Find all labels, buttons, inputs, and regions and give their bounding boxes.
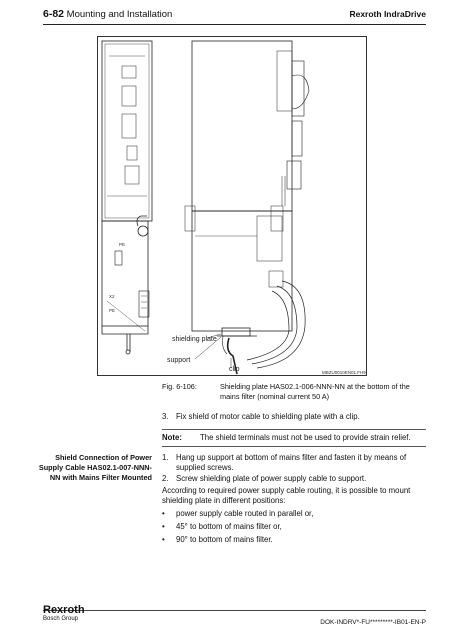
figure-frame bbox=[97, 36, 367, 376]
technical-drawing: PE X2 PE bbox=[101, 40, 310, 375]
page-header-left: 6-82 Mounting and Installation bbox=[43, 8, 172, 20]
step-1-text: Hang up support at bottom of mains filte… bbox=[176, 453, 407, 472]
step-3-number: 3. bbox=[162, 412, 169, 421]
drawing-code: MBZU0010EN01.FH9 bbox=[322, 370, 366, 375]
bullet-icon: • bbox=[162, 522, 165, 531]
callout-support: support bbox=[167, 357, 191, 364]
shielding-plate bbox=[221, 327, 251, 337]
document-code: DOK-INDRV*-FU*********-IB01-EN-P bbox=[320, 619, 426, 626]
bosch-group-label: Bosch Group bbox=[43, 616, 79, 622]
product-name: Rexroth IndraDrive bbox=[349, 9, 426, 19]
rexroth-logo: Rexroth bbox=[43, 604, 85, 616]
svg-text:X2: X2 bbox=[109, 294, 115, 299]
page-number: 6-82 bbox=[43, 8, 65, 20]
note-label: Note: bbox=[162, 433, 182, 442]
callout-clip: clip bbox=[229, 366, 240, 373]
step-1: 1. Hang up support at bottom of mains fi… bbox=[162, 453, 424, 473]
mains-filter-front-view bbox=[191, 210, 293, 332]
bullet-item: • 90° to bottom of mains filter. bbox=[162, 535, 424, 545]
note-rule-top bbox=[162, 429, 426, 430]
svg-text:PE: PE bbox=[109, 308, 115, 313]
step-3: 3. Fix shield of motor cable to shieldin… bbox=[162, 411, 432, 422]
instruction-list: 1. Hang up support at bottom of mains fi… bbox=[162, 453, 424, 545]
bullet-item: • power supply cable routed in parallel … bbox=[162, 509, 424, 519]
footer-rule bbox=[43, 610, 426, 611]
positions-paragraph: According to required power supply cable… bbox=[162, 486, 411, 505]
note-rule-bottom bbox=[162, 446, 426, 447]
step-2: 2. Screw shielding plate of power supply… bbox=[162, 474, 424, 484]
bullet-text: power supply cable routed in parallel or… bbox=[176, 509, 314, 518]
step-3-text: Fix shield of motor cable to shielding p… bbox=[176, 412, 360, 421]
header-rule bbox=[43, 24, 426, 25]
bullet-item: • 45° to bottom of mains filter or, bbox=[162, 522, 424, 532]
figure-caption-text: Shielding plate HAS02.1-006-NNN-NN at th… bbox=[220, 382, 410, 401]
figure-caption: Fig. 6-106: Shielding plate HAS02.1-006-… bbox=[162, 382, 424, 402]
mains-filter-side-view bbox=[101, 220, 149, 327]
callout-shielding-plate: shielding plate bbox=[172, 336, 217, 343]
section-title: Mounting and Installation bbox=[66, 9, 173, 20]
svg-text:PE: PE bbox=[119, 242, 125, 247]
bullet-text: 45° to bottom of mains filter or, bbox=[176, 522, 282, 531]
note-text: The shield terminals must not be used to… bbox=[200, 433, 411, 442]
note-box: Note: The shield terminals must not be u… bbox=[162, 432, 432, 443]
bullet-text: 90° to bottom of mains filter. bbox=[176, 535, 273, 544]
bullet-icon: • bbox=[162, 509, 165, 518]
bullet-icon: • bbox=[162, 535, 165, 544]
side-heading: Shield Connection of Power Supply Cable … bbox=[38, 453, 152, 482]
step-2-text: Screw shielding plate of power supply ca… bbox=[176, 474, 367, 483]
step-2-number: 2. bbox=[162, 474, 169, 483]
step-1-number: 1. bbox=[162, 453, 169, 462]
drive-side-view bbox=[101, 40, 153, 222]
motor-cable bbox=[226, 337, 238, 375]
figure-caption-number: Fig. 6-106: bbox=[162, 382, 197, 391]
